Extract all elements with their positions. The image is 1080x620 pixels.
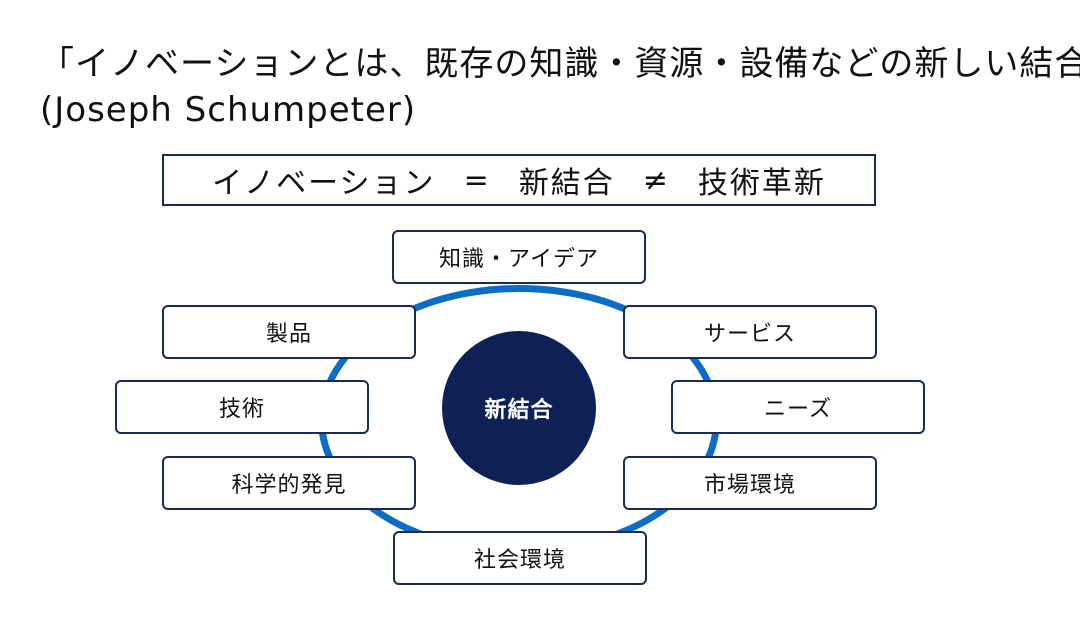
quote-author: (Joseph Schumpeter) [40,90,417,130]
equation-term-tech-innovation: 技術革新 [697,166,826,201]
equation-term-innovation: イノベーション [212,166,436,201]
equation-box: イノベーション = 新結合 ≠ 技術革新 [162,154,876,206]
node-scientific-discovery: 科学的発見 [162,456,416,510]
node-label: 科学的発見 [231,473,347,498]
node-technology: 技術 [115,380,369,434]
node-label: ニーズ [764,397,832,422]
node-services: サービス [623,305,877,359]
center-node-label: 新結合 [484,398,554,423]
node-products: 製品 [162,305,416,359]
node-label: 技術 [218,397,265,422]
equation-equals-sign: = [463,162,491,198]
node-knowledge-ideas: 知識・アイデア [392,230,646,284]
node-market-environment: 市場環境 [623,456,877,510]
center-node: 新結合 [442,331,596,485]
node-label: 製品 [265,322,312,347]
node-label: 知識・アイデア [439,247,599,272]
equation-not-equal-sign: ≠ [642,162,670,198]
equation-term-new-combination: 新結合 [518,166,615,201]
node-needs: ニーズ [671,380,925,434]
quote-line-1: 「イノベーションとは、既存の知識・資源・設備などの新しい結合」 [40,44,1080,84]
node-label: 市場環境 [703,473,796,498]
node-social-environment: 社会環境 [393,531,647,585]
node-label: 社会環境 [473,548,566,573]
node-label: サービス [703,322,796,347]
